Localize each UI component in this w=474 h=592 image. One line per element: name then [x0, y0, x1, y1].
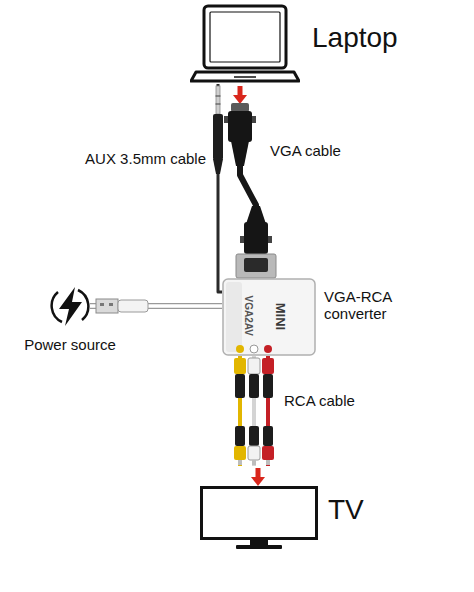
direction-arrow-shaft	[238, 86, 243, 95]
vga-plug-screw	[240, 236, 244, 243]
rca-plug-body	[235, 426, 245, 446]
device-name: TV	[328, 494, 418, 526]
device-name: Laptop	[312, 22, 442, 54]
vga-plug-body	[228, 111, 252, 142]
vga-plug-screw	[268, 236, 272, 243]
device-name: VGA-RCA converter	[324, 288, 436, 323]
vga-plug-body	[244, 222, 268, 254]
direction-arrow-shaft	[256, 468, 261, 477]
laptop-touchpad	[234, 76, 256, 78]
vga-strain-relief	[231, 141, 249, 166]
rca-socket	[250, 345, 258, 353]
rca-plug-body	[249, 426, 259, 446]
vga-strain-relief	[246, 206, 266, 224]
tv-stand	[236, 545, 282, 549]
rca-socket	[264, 345, 272, 353]
usb-plug-metal	[96, 299, 118, 313]
tv-neck	[250, 539, 268, 545]
converter-housing	[223, 279, 315, 355]
usb-plug-slot	[109, 303, 113, 306]
rca-plug-collar	[248, 358, 260, 374]
rca-plug-body	[263, 426, 273, 446]
vga-plug-screw	[252, 116, 256, 123]
cable-label: RCA cable	[284, 392, 355, 409]
cable-label: VGA cable	[270, 142, 341, 159]
converter-side-face	[226, 282, 242, 352]
power-icon-arc	[52, 292, 62, 322]
rca-plug-collar	[234, 446, 246, 460]
rca-plug-collar	[262, 358, 274, 374]
power-icon-outline	[50, 284, 90, 328]
tv-icon: TV	[200, 486, 318, 552]
power-source-icon: Power source	[50, 284, 90, 328]
lightning-bolt	[59, 287, 82, 326]
aux-strain-relief	[213, 159, 223, 174]
laptop-outline	[190, 4, 300, 84]
vga-port	[236, 254, 276, 278]
aux-plug-body	[213, 114, 223, 160]
rca-plug-body	[249, 374, 259, 398]
rca-plug-tip	[266, 460, 270, 465]
aux-plug-tip	[216, 86, 220, 114]
converter-box: VGA-RCA converter	[222, 278, 316, 356]
direction-arrowhead	[251, 477, 265, 486]
laptop-display	[210, 12, 280, 62]
rca-plug-tip	[252, 460, 256, 465]
rca-plug-collar	[234, 358, 246, 374]
rca-socket	[236, 345, 244, 353]
tv-screen	[202, 488, 317, 539]
usb-plug-slot	[100, 303, 104, 306]
laptop-screen	[204, 6, 286, 68]
rca-plug-body	[235, 374, 245, 398]
usb-plug-body	[118, 300, 148, 312]
rca-plug-body	[263, 374, 273, 398]
rca-plug-collar	[262, 446, 274, 460]
laptop-icon: Laptop	[190, 4, 300, 84]
rca-plug-tip	[238, 460, 242, 465]
direction-arrowhead	[233, 95, 247, 104]
aux-plug-ring	[216, 103, 221, 104]
aux-plug-ring	[216, 95, 221, 96]
device-name: Power source	[18, 336, 122, 353]
vga-plug-face	[231, 103, 249, 112]
tv-outline	[200, 486, 318, 552]
rca-plug-collar	[248, 446, 260, 460]
cable-label: AUX 3.5mm cable	[85, 150, 206, 167]
vga-plug-screw	[224, 116, 228, 123]
vga-port-socket	[244, 258, 268, 272]
converter-outline	[222, 278, 316, 356]
laptop-base	[191, 72, 299, 81]
